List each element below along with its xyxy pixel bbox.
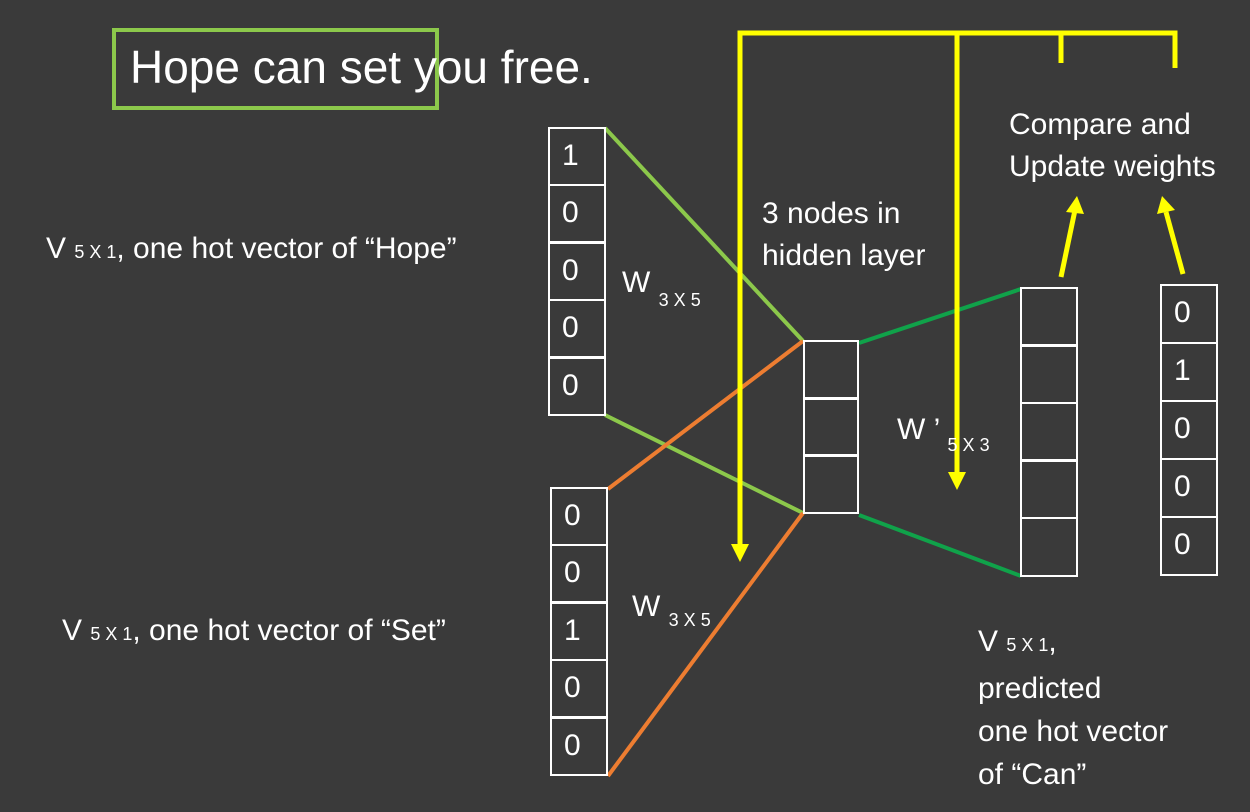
yellow-arrowhead-left xyxy=(731,544,749,562)
target-cell: 0 xyxy=(1160,516,1218,576)
hope-to-hidden-top-line xyxy=(603,126,805,343)
vector-cell: 1 xyxy=(550,602,608,661)
set-to-hidden-top-line xyxy=(606,339,805,491)
input-set-label: V 5 X 1, one hot vector of “Set” xyxy=(62,614,446,647)
predicted-cell xyxy=(1020,287,1078,347)
hidden-cell xyxy=(803,454,859,514)
title-highlight-box xyxy=(112,28,439,110)
vector-cell: 1 xyxy=(548,127,606,186)
set-to-hidden-bottom-line xyxy=(606,511,805,778)
predicted-cell xyxy=(1020,517,1078,577)
vector-cell: 0 xyxy=(550,544,608,603)
yellow-arrowhead-middle xyxy=(948,472,966,490)
predicted-cell xyxy=(1020,459,1078,519)
hidden-layer-vector xyxy=(803,340,859,514)
target-vector: 0 1 0 0 0 xyxy=(1160,284,1218,576)
hope-to-hidden-bottom-line xyxy=(604,413,804,515)
vector-cell: 0 xyxy=(548,357,606,416)
hidden-to-output-top-line xyxy=(858,287,1022,345)
title-rest: you free. xyxy=(401,41,593,93)
vector-cell: 0 xyxy=(550,659,608,718)
compare-arrowhead-left xyxy=(1066,196,1084,214)
title-text: Hope can set you free. xyxy=(130,40,593,94)
hidden-to-output-bottom-line xyxy=(858,513,1022,578)
target-cell: 1 xyxy=(1160,342,1218,402)
predicted-cell xyxy=(1020,344,1078,404)
predicted-label: V 5 X 1, predicted one hot vector of “Ca… xyxy=(978,625,1169,791)
predicted-cell xyxy=(1020,402,1078,462)
weight-prime-label: W ’ 5 X 3 xyxy=(897,413,990,455)
target-cell: 0 xyxy=(1160,400,1218,460)
hidden-cell xyxy=(803,397,859,457)
weight-bottom-label: W 3 X 5 xyxy=(632,590,711,630)
hope-vector: 1 0 0 0 0 xyxy=(548,127,606,416)
hidden-cell xyxy=(803,340,859,400)
vector-cell: 0 xyxy=(550,717,608,776)
set-vector: 0 0 1 0 0 xyxy=(550,487,608,776)
compare-arrow-left xyxy=(1058,209,1078,278)
vector-cell: 0 xyxy=(550,487,608,546)
target-cell: 0 xyxy=(1160,458,1218,518)
compare-arrowhead-right xyxy=(1157,196,1175,214)
hidden-layer-label: 3 nodes in hidden layer xyxy=(762,197,926,272)
compare-arrow-right xyxy=(1163,211,1186,275)
vector-cell: 0 xyxy=(548,184,606,243)
compare-label: Compare and Update weights xyxy=(1009,108,1216,183)
target-cell: 0 xyxy=(1160,284,1218,344)
weight-top-label: W 3 X 5 xyxy=(622,266,701,310)
vector-cell: 0 xyxy=(548,299,606,358)
input-hope-label: V 5 X 1, one hot vector of “Hope” xyxy=(46,232,457,265)
title-highlighted: Hope can set xyxy=(130,41,402,93)
vector-cell: 0 xyxy=(548,242,606,301)
predicted-vector xyxy=(1020,287,1078,577)
